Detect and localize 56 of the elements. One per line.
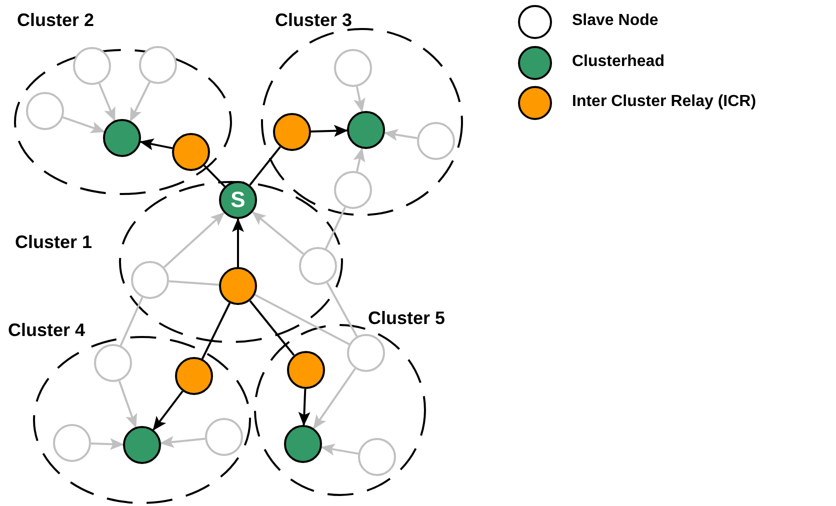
slave-node [53,424,91,462]
connector-line [325,206,346,250]
slave-node [139,46,177,84]
cluster-label: Cluster 2 [17,10,94,31]
connector-line [120,297,144,346]
clusterhead-node [347,111,385,149]
cluster-label: Cluster 4 [8,320,86,341]
cluster-label: Cluster 3 [275,10,352,31]
arrow [320,444,358,456]
clusterhead-node [103,119,141,157]
arrow [62,116,106,134]
arrow [152,390,184,431]
slave-node [334,49,372,87]
arrow [90,438,124,450]
arrow [384,129,418,141]
slave-node [205,418,243,456]
arrow [353,148,366,172]
slave-node [131,261,169,299]
slave-node [26,92,64,130]
slave-node [358,438,396,476]
relay-node [219,267,257,305]
slave-node [347,334,385,372]
relay-node [172,133,210,171]
clusterhead-node [284,425,322,463]
arrow [354,86,366,112]
slave-node [334,171,372,209]
relay-node [273,113,311,151]
arrow [312,368,356,430]
cluster-label: Cluster 5 [368,308,446,329]
connector-line [249,300,295,356]
arrow [252,211,304,255]
arrow [118,380,137,428]
connector-line [326,282,358,337]
arrow [310,124,348,137]
relay-node [175,357,213,395]
legend-label: Slave Node [572,12,658,30]
connector-line [249,146,281,186]
connector-line [168,280,220,286]
cluster-label: Cluster 1 [15,232,92,253]
clusterhead-node [123,426,161,464]
slave-node [417,122,455,160]
slave-node [299,247,337,285]
arrow [160,436,206,448]
connector-line [254,294,350,346]
arrow [140,138,173,150]
legend-label: Clusterhead [572,52,664,70]
legend-label: Inter Cluster Relay (ICR) [572,93,756,111]
arrow [163,212,225,268]
arrow [130,82,150,122]
relay-node [287,351,325,389]
arrow [98,83,116,122]
slave-node [73,47,111,85]
arrow [298,388,310,426]
slave-node [94,344,132,382]
connector-line [201,302,231,360]
arrow [232,218,244,267]
